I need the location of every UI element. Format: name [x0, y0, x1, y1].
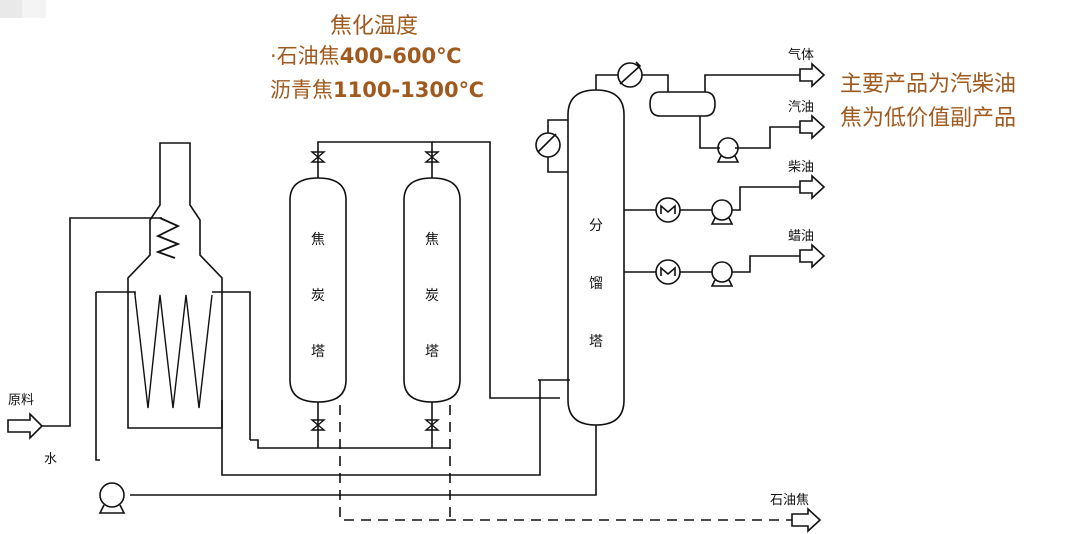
diesel-outlet-arrow [799, 174, 826, 200]
gasoline-pump [716, 137, 740, 163]
wax-oil-cooler [655, 259, 681, 285]
needle-coke-range: 1100-1300℃ [333, 78, 485, 102]
drum1-char-2: 炭 [311, 288, 325, 304]
drum1-char-1: 焦 [311, 232, 325, 248]
reboiler-line-b [547, 157, 568, 173]
coking-temp-title: 焦化温度 [330, 14, 419, 39]
gas-line [704, 74, 800, 92]
petroleum-coke-temp: ·石油焦400-600℃ [270, 44, 462, 68]
bottoms-pump [98, 482, 126, 514]
drum-inlet-header [250, 439, 450, 449]
diesel-line-b [732, 186, 800, 211]
condenser-outlet [642, 74, 669, 92]
drum2-char-2: 炭 [425, 288, 439, 304]
diesel-cooler [655, 197, 681, 223]
water-label: 水 [44, 452, 57, 467]
needle-coke-temp: 沥青焦1100-1300℃ [270, 74, 484, 104]
reboiler-line-a [547, 119, 568, 133]
wax-oil-outlet-arrow [799, 243, 826, 269]
petroleum-coke-range: 400-600℃ [339, 44, 462, 68]
main-product-note: 主要产品为汽柴油 [840, 72, 1017, 97]
gasoline-outlet-arrow [799, 114, 826, 140]
fractionator-char-2: 馏 [589, 276, 603, 292]
coke-drum-2 [403, 177, 461, 403]
fractionator-char-3: 塔 [589, 334, 603, 350]
petroleum-coke-label: 石油焦 [276, 44, 340, 68]
diesel-label: 柴油 [788, 160, 814, 175]
furnace-outlet-line [212, 291, 251, 440]
coke-discharge-line [339, 405, 792, 521]
fractionator-column [567, 89, 625, 426]
wax-oil-label: 蜡油 [788, 229, 814, 244]
gasoline-label: 汽油 [788, 100, 814, 115]
overhead-to-fractionator [432, 141, 560, 399]
reboiler [535, 132, 561, 158]
needle-coke-label: 沥青焦 [270, 78, 333, 102]
byproduct-note: 焦为低价值副产品 [840, 106, 1017, 131]
corner-mark [0, 0, 46, 18]
drum1-char-3: 塔 [311, 344, 325, 360]
coke-outlet-arrow [791, 507, 822, 533]
drum2-char-1: 焦 [425, 232, 439, 248]
bottoms-line [130, 425, 597, 496]
recycle-line [221, 380, 541, 476]
valve [310, 151, 440, 431]
gasoline-line-b [735, 126, 800, 149]
feed-line [69, 217, 162, 405]
water-line-top [96, 291, 136, 295]
gas-outlet-arrow [799, 62, 826, 88]
wax-oil-pump [710, 261, 734, 287]
water-line [95, 292, 100, 461]
drum2-char-3: 塔 [425, 344, 439, 360]
drum-overhead-line [317, 141, 433, 178]
coke-drum-1 [289, 177, 347, 403]
heating-furnace [127, 142, 223, 429]
gas-label: 气体 [788, 47, 814, 63]
wax-oil-line-b [732, 255, 800, 273]
diesel-pump [710, 199, 734, 225]
condenser [617, 61, 643, 88]
feed-label: 原料 [8, 393, 34, 408]
reflux-drum [649, 91, 716, 117]
column-overhead-line [595, 74, 618, 90]
feed-inlet-arrow [7, 405, 71, 440]
fractionator-char-1: 分 [589, 218, 603, 234]
gasoline-line-a [699, 116, 720, 149]
petroleum-coke-output-label: 石油焦 [770, 493, 809, 508]
